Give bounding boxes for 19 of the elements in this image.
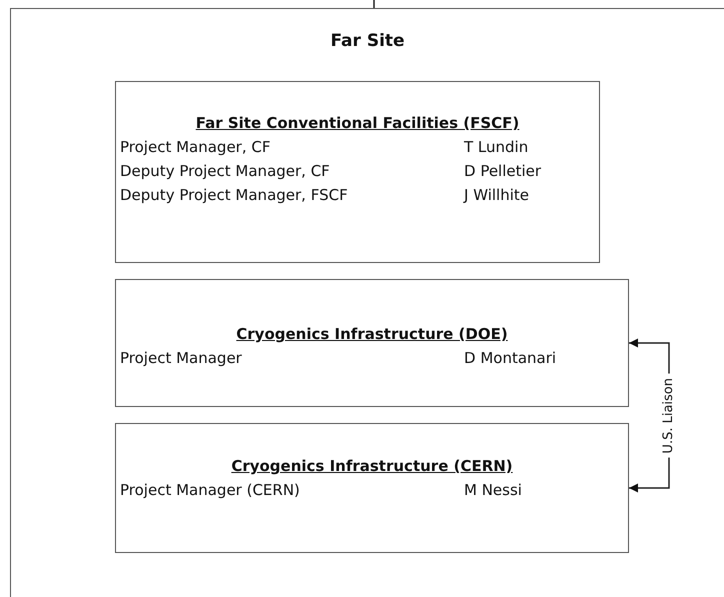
person-name: J Willhite bbox=[464, 186, 529, 204]
team-box bbox=[115, 423, 629, 553]
person-name: M Nessi bbox=[464, 481, 522, 499]
person-name: D Montanari bbox=[464, 349, 556, 367]
panel-title: Far Site bbox=[329, 31, 406, 51]
role-text: Project Manager, CF bbox=[120, 138, 270, 156]
site-panel bbox=[10, 8, 724, 597]
box-heading: Cryogenics Infrastructure (CERN) bbox=[231, 457, 513, 475]
role-text: Deputy Project Manager, CF bbox=[120, 162, 330, 180]
role-text: Project Manager bbox=[120, 349, 242, 367]
role-text: Deputy Project Manager, FSCF bbox=[120, 186, 348, 204]
role-text: Project Manager (CERN) bbox=[120, 481, 300, 499]
person-name: D Pelletier bbox=[464, 162, 542, 180]
box-heading: Far Site Conventional Facilities (FSCF) bbox=[196, 114, 520, 132]
person-name: T Lundin bbox=[464, 138, 528, 156]
team-box bbox=[115, 81, 600, 263]
box-heading: Cryogenics Infrastructure (DOE) bbox=[236, 325, 508, 343]
connector-line bbox=[373, 0, 375, 8]
team-box bbox=[115, 279, 629, 407]
